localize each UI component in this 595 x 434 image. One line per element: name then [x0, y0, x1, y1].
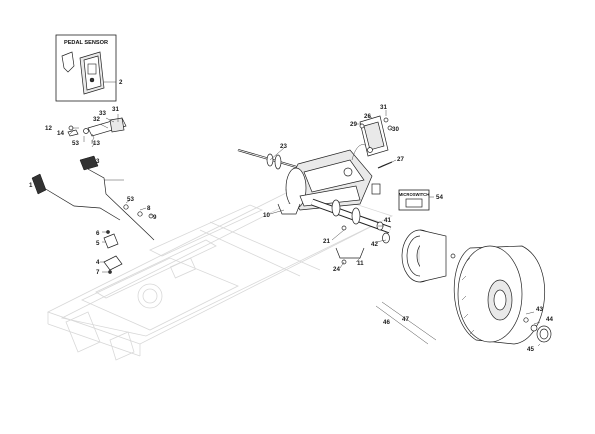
callout-9: 9 [153, 214, 157, 221]
callout-42: 42 [371, 241, 378, 248]
microswitch-label: MICROSWITCH [399, 192, 429, 197]
callout-10: 10 [263, 212, 270, 219]
callout-5: 5 [96, 240, 100, 247]
callout-43: 43 [536, 306, 543, 313]
callout-6: 6 [96, 230, 100, 237]
callout-26: 26 [364, 113, 371, 120]
transaxle-assembly [237, 115, 393, 265]
callout-7: 7 [96, 269, 100, 276]
callout-44: 44 [546, 316, 553, 323]
callout-29: 29 [350, 121, 357, 128]
callout-46: 46 [383, 319, 390, 326]
callout-47: 47 [402, 316, 409, 323]
callout-23: 23 [280, 143, 287, 150]
wheel-assembly [401, 229, 552, 345]
pedal-sensor-title: PEDAL SENSOR [64, 40, 108, 46]
callout-12: 12 [45, 125, 52, 132]
pedal-sensor-inset: PEDAL SENSOR 2 [55, 34, 123, 102]
callout-14: 14 [57, 130, 64, 137]
callout-2: 2 [119, 79, 123, 86]
microswitch-box: MICROSWITCH 54 [398, 189, 443, 211]
callout-45: 45 [527, 346, 534, 353]
callout-53: 53 [127, 196, 134, 203]
callout-33: 33 [99, 110, 106, 117]
callout-8: 8 [147, 205, 151, 212]
callout-24: 24 [333, 266, 340, 273]
callout-54: 54 [436, 194, 443, 201]
callout-53: 53 [72, 140, 79, 147]
pedal-linkage [31, 117, 155, 274]
callout-4: 4 [96, 259, 100, 266]
leader-lines [37, 110, 541, 347]
callout-27: 27 [397, 156, 404, 163]
callout-3: 3 [96, 158, 100, 165]
callout-32: 32 [93, 116, 100, 123]
chassis-frame [46, 185, 394, 361]
callout-30: 30 [392, 126, 399, 133]
callout-21: 21 [323, 238, 330, 245]
callout-numbers: 31 33 32 12 14 53 13 3 1 53 8 9 6 5 4 7 … [29, 104, 553, 353]
callout-1: 1 [29, 182, 33, 189]
callout-31: 31 [112, 106, 119, 113]
callout-31: 31 [380, 104, 387, 111]
callout-41: 41 [384, 217, 391, 224]
callout-11: 11 [357, 260, 364, 267]
callout-13: 13 [93, 140, 100, 147]
